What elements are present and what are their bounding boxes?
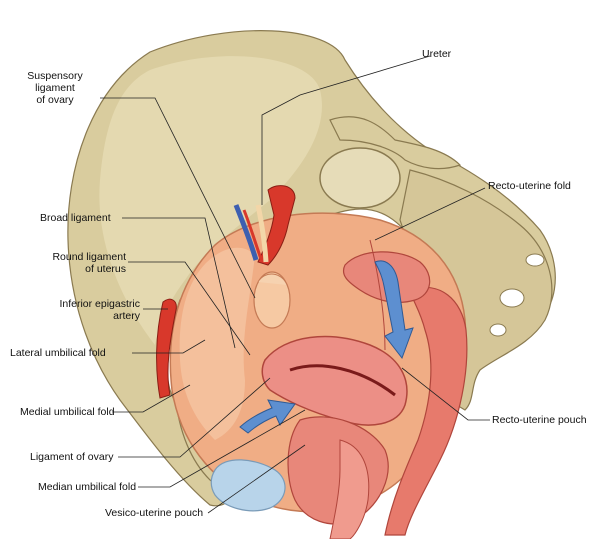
label-medial-umbilical-fold: Medial umbilical fold [20, 406, 115, 418]
ovary-lobe [257, 273, 288, 286]
label-round-ligament: Round ligament of uterus [52, 251, 126, 275]
leader-recto-uterine-fold [374, 187, 486, 241]
flow-arrow [374, 260, 414, 360]
inferior-epigastric-vessel [156, 298, 177, 399]
label-median-umbilical-fold: Median umbilical fold [38, 481, 137, 493]
label-suspensory-ligament: Suspensory ligament of ovary [27, 70, 83, 106]
iliac-fossa [99, 56, 322, 345]
ovarian-artery [242, 209, 264, 263]
anterior-abdominal-wall [179, 247, 255, 440]
vagina [329, 439, 370, 540]
label-broad-ligament: Broad ligament [40, 212, 111, 224]
leader-ligament-of-ovary [118, 377, 271, 458]
common-iliac-artery [257, 185, 296, 266]
leader-lines [100, 55, 490, 514]
leader-round-ligament [128, 261, 251, 356]
leader-median-umbilical [138, 409, 306, 488]
label-ligament-of-ovary: Ligament of ovary [30, 451, 114, 463]
flow-arrow [239, 399, 296, 434]
iliac-vein [233, 204, 259, 261]
label-ureter: Ureter [422, 48, 452, 60]
recto-uterine-fold-line [369, 239, 386, 351]
label-lateral-umbilical-fold: Lateral umbilical fold [10, 347, 106, 359]
ovary [253, 271, 291, 329]
leader-recto-uterine-pouch [401, 367, 490, 421]
leader-broad-ligament [122, 217, 236, 349]
sacral-foramen [489, 323, 507, 337]
rectum [384, 286, 468, 536]
sacral-foramen [499, 288, 525, 308]
vertebral-process [329, 116, 462, 170]
leader-ureter [261, 55, 431, 205]
vertebral-body [319, 147, 401, 209]
label-inferior-epigastric-artery: Inferior epigastric artery [59, 298, 140, 322]
sacral-foramen [525, 253, 545, 267]
label-recto-uterine-pouch: Recto-uterine pouch [492, 414, 587, 426]
leader-suspensory [100, 97, 256, 299]
leader-medial-umbilical [112, 384, 191, 413]
uterine-cavity [289, 364, 396, 397]
leader-vesico-uterine-pouch [207, 444, 306, 514]
ureter-tube [255, 204, 269, 263]
uterus [261, 335, 408, 426]
label-vesico-uterine-pouch: Vesico-uterine pouch [105, 507, 204, 519]
label-recto-uterine-fold: Recto-uterine fold [488, 180, 571, 192]
leader-lateral-umbilical [132, 339, 206, 354]
